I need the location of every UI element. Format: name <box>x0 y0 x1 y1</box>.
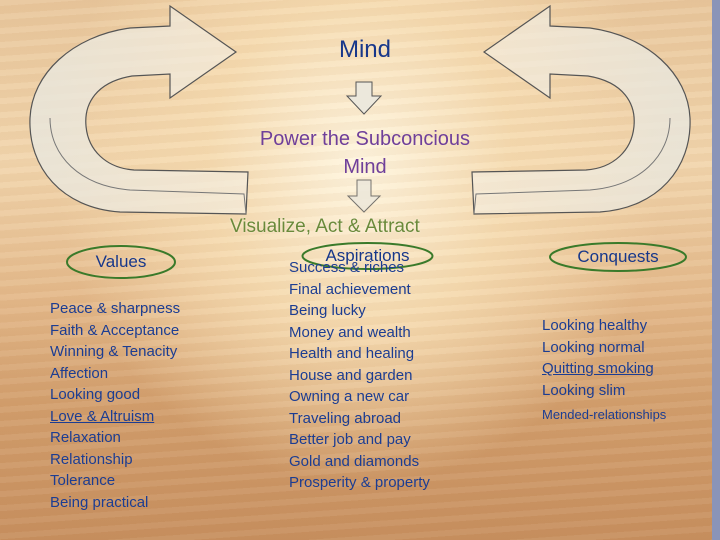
conquests-list: Looking healthy Looking normal Quitting … <box>542 315 666 426</box>
list-item: Love & Altruism <box>50 407 155 425</box>
down-arrow-icon <box>345 81 383 115</box>
cycle-arrow-left-icon <box>29 4 249 215</box>
list-item: Winning & Tenacity <box>50 343 178 360</box>
list-item: Relaxation <box>50 429 121 446</box>
list-item: Being lucky <box>289 302 366 319</box>
list-item: Being practical <box>50 493 149 511</box>
list-item: Looking slim <box>542 381 626 399</box>
list-item: Faith & Acceptance <box>50 321 180 339</box>
list-item: Money and wealth <box>289 323 411 341</box>
list-item: Owning a new car <box>289 388 410 405</box>
list-item: Mended-relationships <box>542 407 667 422</box>
list-item: Tolerance <box>50 472 116 489</box>
visualize-banner: Visualize, Act & Attract <box>230 216 420 237</box>
list-item: Traveling abroad <box>289 409 402 427</box>
list-item: Looking healthy <box>542 317 648 334</box>
list-item: Relationship <box>50 450 133 468</box>
cycle-arrow-right-icon <box>471 4 691 215</box>
list-item: Prosperity & property <box>289 474 430 491</box>
list-item: Affection <box>50 364 109 382</box>
mind-title: Mind <box>338 36 392 63</box>
list-item: Looking good <box>50 386 141 403</box>
values-list: Peace & sharpness Faith & Acceptance Win… <box>50 298 180 513</box>
list-item: House and garden <box>289 366 413 384</box>
list-item: Success & riches <box>289 259 405 276</box>
list-item: Looking normal <box>542 338 645 356</box>
power-subconscious-text: Power the Subconcious Mind <box>259 128 471 178</box>
values-heading: Values <box>95 252 147 271</box>
list-item: Quitting smoking <box>542 360 654 377</box>
conquests-heading: Conquests <box>577 247 659 266</box>
conquests-heading-oval: Conquests <box>548 241 688 273</box>
down-arrow-icon <box>346 179 382 213</box>
list-item: Gold and diamonds <box>289 452 420 470</box>
list-item: Peace & sharpness <box>50 300 181 317</box>
aspirations-heading-oval: Aspirations <box>300 241 435 271</box>
list-item: Final achievement <box>289 280 411 298</box>
right-edge-stripe <box>712 0 720 540</box>
list-item: Health and healing <box>289 345 415 362</box>
values-heading-oval: Values <box>65 244 177 280</box>
aspirations-heading: Aspirations <box>325 246 410 265</box>
list-item: Better job and pay <box>289 431 411 448</box>
aspirations-list: Success & riches Final achievement Being… <box>289 257 430 494</box>
